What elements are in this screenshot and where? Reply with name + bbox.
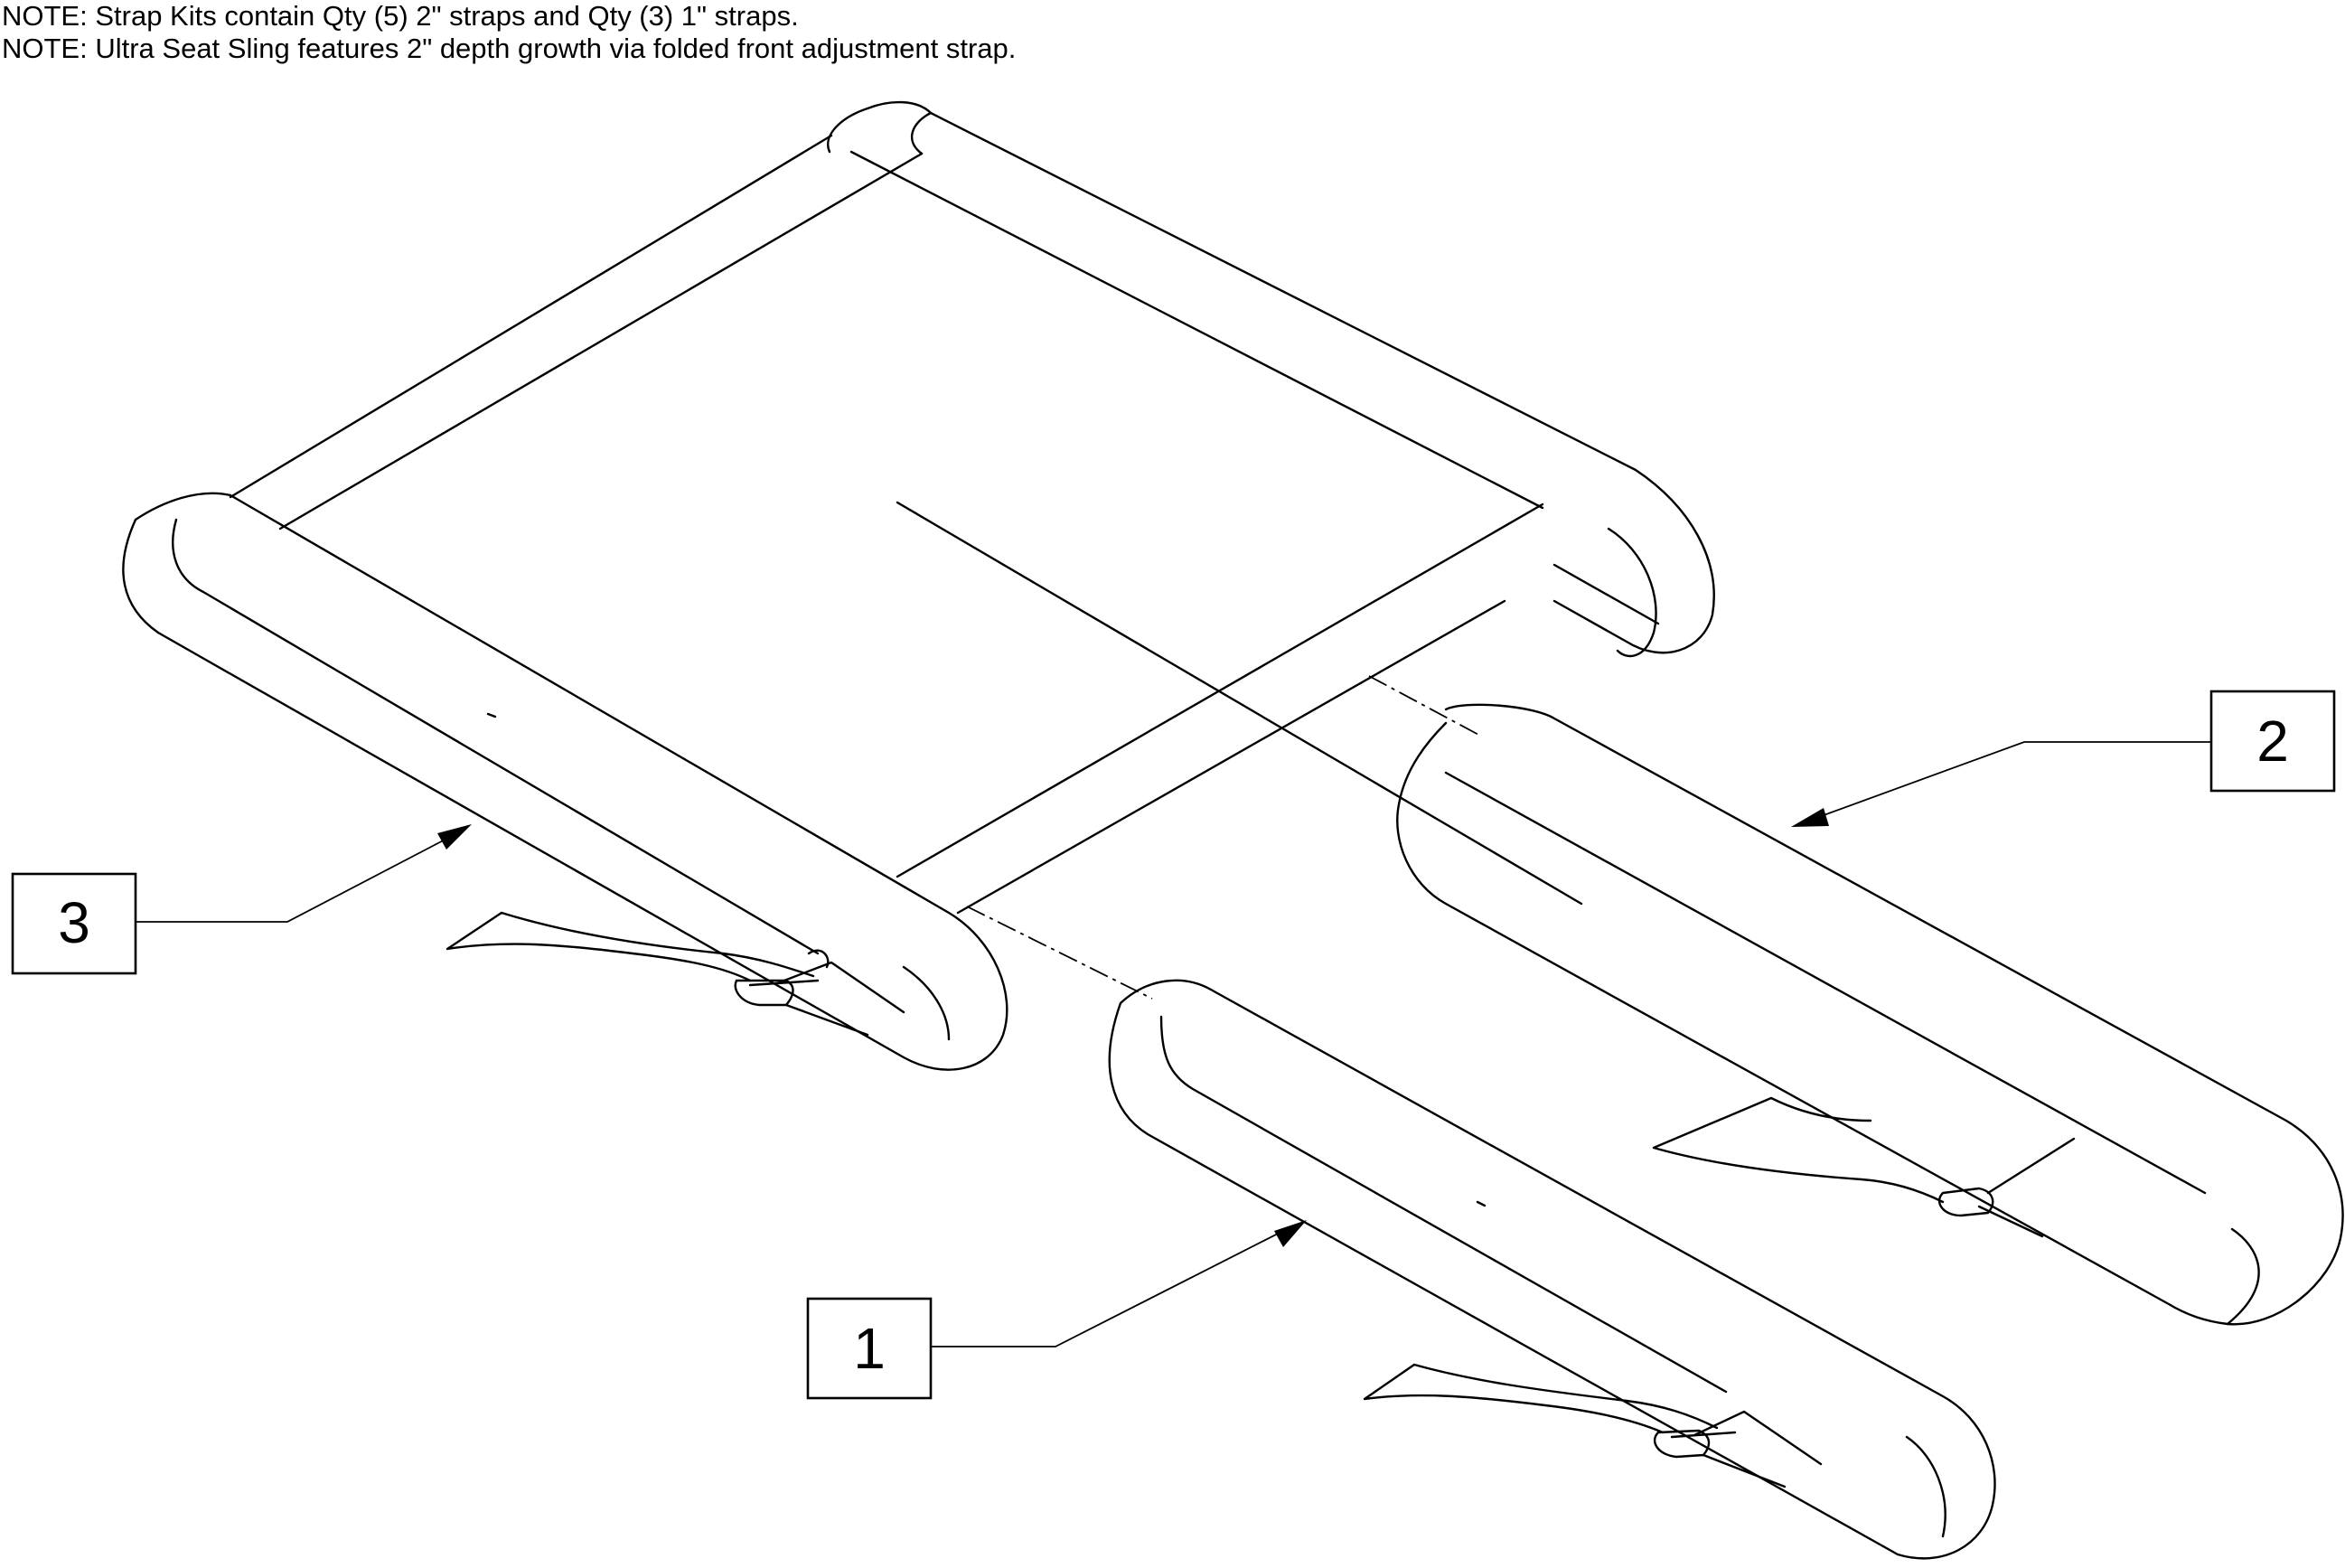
front-buckle-strap: [775, 949, 905, 1037]
strap-2-right-curve: [2226, 1227, 2260, 1326]
callout-2-arrowhead: [1791, 808, 1829, 827]
strap-1-outline: [1108, 979, 1996, 1560]
strap-1-crease: [1476, 1200, 1487, 1207]
strap-1-inner-right: [1905, 1435, 1946, 1538]
notes-block: NOTE: Strap Kits contain Qty (5) 2" stra…: [2, 0, 1016, 65]
callout-3: 3: [11, 824, 472, 975]
sling-panel-front-edge: [896, 502, 1544, 878]
callout-2-box: [2209, 690, 2336, 793]
callout-2-label: 2: [2256, 709, 2289, 774]
callout-1: 1: [806, 1220, 1307, 1400]
strap-2-buckle: [1937, 1137, 2076, 1238]
strap-1-tail-strap: [1363, 1363, 1719, 1434]
sling-panel-front-edge-lower: [956, 599, 1506, 915]
centerline-strap-2: [1368, 675, 1483, 737]
strap-2-tail-strap: [1652, 1096, 1945, 1204]
seat-sling: [122, 100, 1715, 1071]
front-loop-crease: [486, 712, 497, 718]
callout-3-box: [11, 872, 137, 975]
callout-2-leader: [1815, 741, 2211, 819]
sling-panel-top-left-edge: [229, 134, 833, 499]
strap-2-outline: [1396, 703, 2344, 1326]
callout-3-label: 3: [58, 890, 90, 955]
front-loop-inner-curve: [172, 518, 820, 955]
callout-1-box: [806, 1297, 933, 1400]
strap-2: [1396, 703, 2344, 1326]
callout-1-label: 1: [853, 1316, 886, 1381]
callout-2: 2: [1791, 690, 2336, 827]
front-loop-outer-top: [122, 492, 1008, 1071]
strap-1-buckle: [1653, 1410, 1823, 1488]
strap-1-inner-curve: [1159, 1015, 1728, 1394]
front-tail-strap: [446, 911, 815, 982]
centerline-strap-1: [966, 906, 1153, 1000]
callout-3-arrowhead: [437, 824, 472, 850]
note-2: NOTE: Ultra Seat Sling features 2" depth…: [2, 33, 1017, 64]
callout-1-arrowhead: [1274, 1220, 1307, 1247]
rear-loop-outer: [866, 100, 1715, 654]
callout-3-leader: [136, 835, 453, 923]
sling-panel-top-edge: [849, 150, 1544, 510]
rear-loop-inner: [911, 111, 933, 155]
note-1: NOTE: Strap Kits contain Qty (5) 2" stra…: [2, 0, 799, 32]
rear-loop-bottom: [1552, 563, 1660, 625]
sling-panel-inner-left-edge: [278, 152, 924, 530]
rear-loop-right-inner: [1607, 527, 1657, 658]
strap-1: [1108, 979, 1996, 1560]
rear-loop-left-cap: [827, 107, 869, 154]
front-loop-inner-right: [902, 965, 951, 1041]
strap-2-left-face: [1444, 771, 2207, 1195]
sling-panel-bottom-edge: [896, 501, 1583, 906]
callout-1-leader: [931, 1230, 1284, 1347]
